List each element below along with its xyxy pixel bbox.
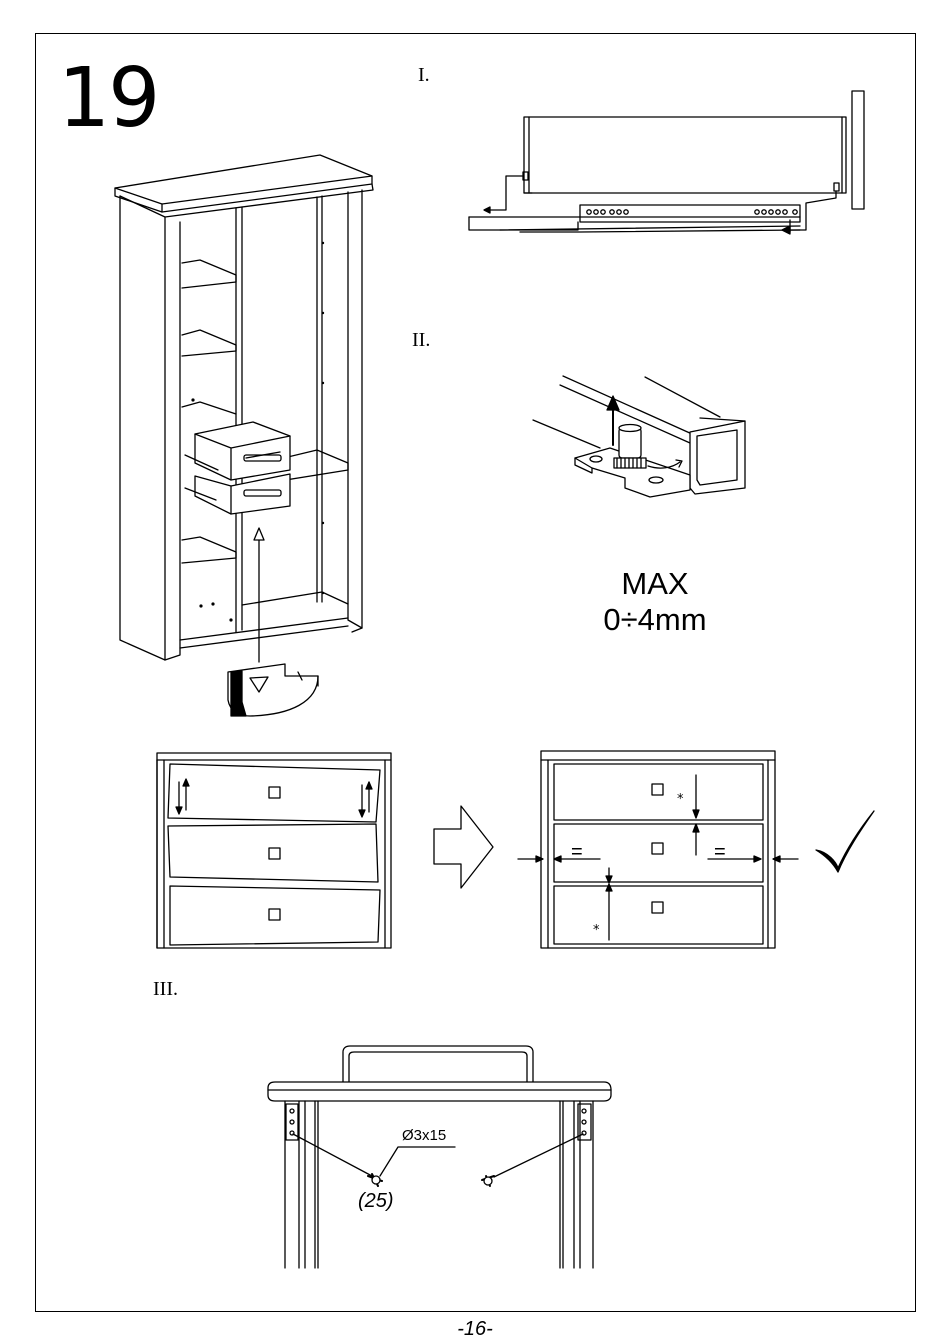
- drawers-aligned-diagram: [518, 751, 798, 948]
- equal-mark-right: =: [714, 841, 726, 863]
- leg-adjuster-diagram: [533, 376, 745, 497]
- cabinet-illustration: [115, 155, 373, 662]
- drawers-misaligned-diagram: [157, 753, 391, 948]
- asterisk-mark-top: *: [677, 792, 684, 807]
- table-screw-diagram: [268, 1046, 611, 1268]
- checkmark-icon: [816, 811, 874, 872]
- drawer-runner-diagram: [469, 91, 864, 234]
- hinge-screwdriver-icon: [228, 664, 318, 716]
- arrow-right-icon: [434, 806, 493, 888]
- asterisk-mark-bottom: *: [593, 923, 600, 938]
- equal-mark-left: =: [571, 841, 583, 863]
